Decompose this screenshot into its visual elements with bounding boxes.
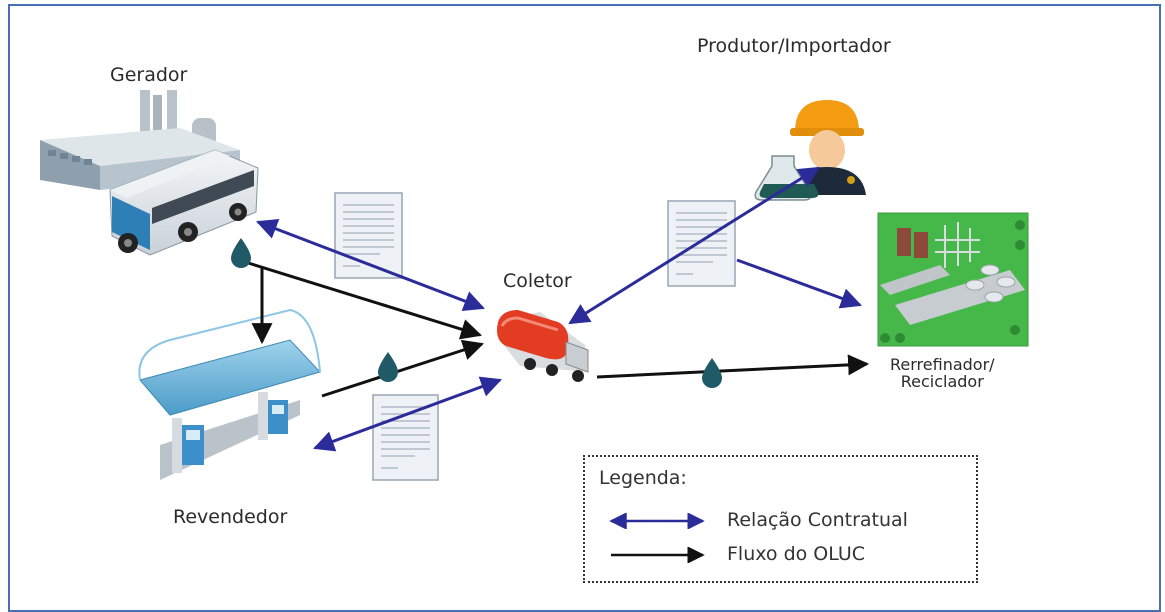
label-produtor-importador: Produtor/Importador — [697, 35, 891, 57]
label-rerrefinador-line2: Reciclador — [900, 372, 984, 391]
legend-title: Legenda: — [599, 467, 687, 489]
label-gerador: Gerador — [110, 64, 188, 86]
contract-arrow-coletor-revendedor — [313, 376, 502, 452]
arrow-black-icon — [611, 547, 705, 563]
flow-arrow-coletor-rerrefinador — [596, 354, 870, 379]
refinery-icon — [877, 212, 1029, 347]
contract-document-icon — [667, 200, 736, 287]
gas-station-icon — [138, 308, 321, 480]
oil-drop-icon — [378, 352, 398, 382]
contract-arrow-coletor-gerador — [256, 218, 485, 312]
contract-arrow-coletor-produtor — [568, 166, 820, 325]
legend-item-contract: Relação Contratual — [607, 509, 967, 535]
oil-drop-icon — [702, 358, 722, 388]
label-revendedor: Revendedor — [173, 506, 288, 528]
legend-label-contract: Relação Contratual — [727, 509, 908, 531]
legend: Legenda: Relação Contratual Fluxo do OLU… — [583, 455, 978, 583]
label-rerrefinador: Rerrefinador/ Reciclador — [890, 356, 995, 390]
double-arrow-blue-icon — [609, 513, 705, 529]
tanker-truck-icon — [497, 310, 589, 382]
flow-arrow-gerador-coletor — [244, 260, 483, 340]
legend-item-flow: Fluxo do OLUC — [607, 543, 967, 569]
oil-drop-icon — [231, 238, 251, 268]
legend-label-flow: Fluxo do OLUC — [727, 543, 866, 565]
flow-arrow-revendedor-coletor — [321, 339, 484, 398]
bus-icon — [109, 149, 259, 256]
label-rerrefinador-line1: Rerrefinador/ — [890, 355, 995, 374]
producer-icon — [754, 100, 866, 201]
contract-arrow-produtor-rerrefinador — [736, 258, 862, 309]
label-coletor: Coletor — [503, 270, 572, 292]
